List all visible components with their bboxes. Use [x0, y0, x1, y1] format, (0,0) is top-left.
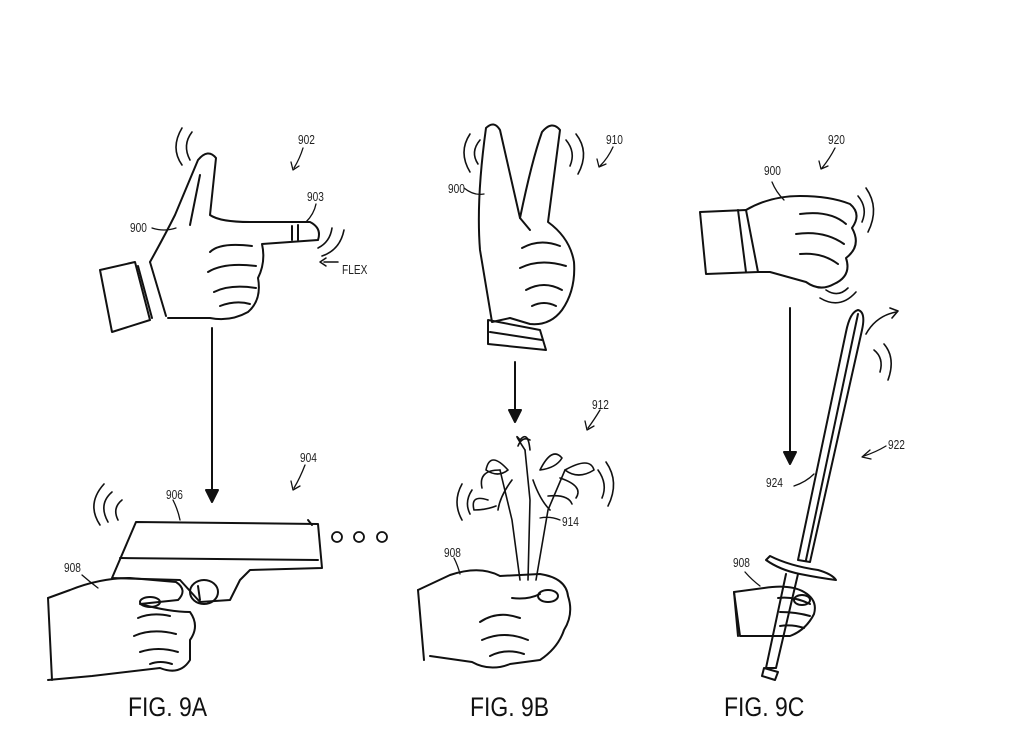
ref-908-9b: 908 — [444, 545, 461, 560]
fig-9b-gesture-hand — [477, 123, 576, 351]
fig-9a-gesture-hand — [99, 152, 320, 333]
fig-9b-flowers — [472, 435, 595, 581]
fig-9b-leaders — [453, 146, 614, 575]
ref-908-9a: 908 — [64, 560, 81, 575]
ref-900-9b: 900 — [448, 181, 465, 196]
ref-903: 903 — [307, 189, 324, 204]
caption-fig-9a: FIG. 9A — [128, 692, 208, 722]
fig-9c-vibration-marks — [819, 187, 875, 304]
fig-9c-transform-arrow — [783, 307, 797, 465]
ref-904: 904 — [300, 450, 317, 465]
caption-fig-9b: FIG. 9B — [470, 692, 550, 722]
fig-9a-gun — [111, 519, 323, 605]
fig-9c-holding-hand — [733, 585, 816, 637]
fig-9c-sword-motion — [865, 307, 899, 381]
fig-9a-transform-arrow — [205, 327, 219, 503]
ref-920: 920 — [828, 132, 845, 147]
ref-924: 924 — [766, 475, 783, 490]
fig-9a-leaders — [81, 147, 317, 589]
fig-9b-transform-arrow — [508, 361, 522, 423]
fig-9a-gun-vibration — [93, 483, 123, 526]
ref-906: 906 — [166, 487, 183, 502]
flex-label: FLEX — [342, 262, 368, 277]
ref-902: 902 — [298, 132, 315, 147]
ref-910: 910 — [606, 132, 623, 147]
ref-914: 914 — [562, 514, 579, 529]
fig-9a-ellipsis — [331, 531, 388, 543]
caption-fig-9c: FIG. 9C — [724, 692, 805, 722]
fig-9a-vibration-marks — [175, 127, 345, 257]
fig-9b-vibration-marks — [463, 133, 585, 175]
fig-9c-gesture-fist — [699, 195, 858, 289]
ref-900-9a: 900 — [130, 220, 147, 235]
fig-9a-ellipsis-text: ○ ○ ○ — [330, 528, 354, 543]
fig-9b-holding-hand — [417, 569, 572, 669]
ref-900-9c: 900 — [764, 163, 781, 178]
fig-9a-flex-arrow — [319, 257, 339, 267]
fig-9c-sword — [761, 309, 865, 681]
fig-9c-leaders — [744, 147, 887, 587]
ref-912: 912 — [592, 397, 609, 412]
fig-9a-holding-hand — [47, 577, 196, 681]
fig-9b-flower-vibration — [456, 461, 615, 521]
ref-922: 922 — [888, 437, 905, 452]
ref-908-9c: 908 — [733, 555, 750, 570]
